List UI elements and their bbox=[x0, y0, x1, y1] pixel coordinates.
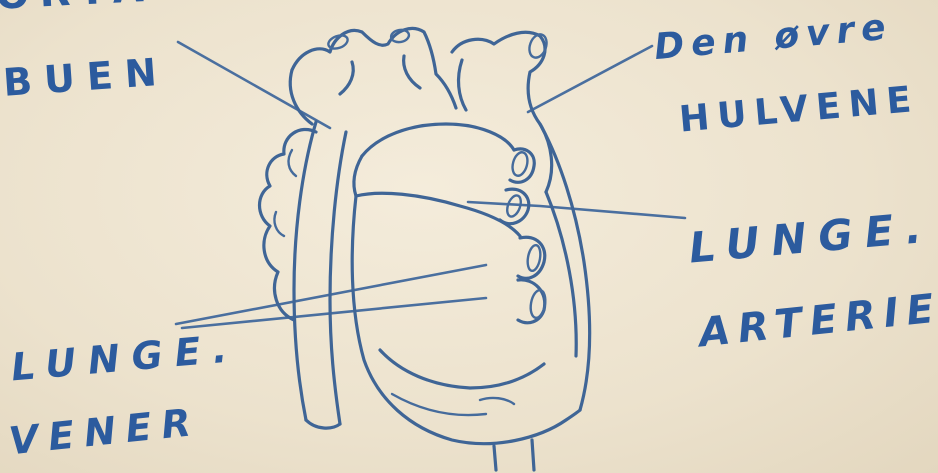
label-aortabuen-top: ORTA bbox=[0, 0, 155, 19]
label-lungearterie-bottom: ARTERIE bbox=[694, 285, 938, 357]
heart-outline bbox=[260, 28, 590, 470]
label-lungearterie-top: LUNGE. bbox=[687, 202, 935, 272]
leader-line-aortabuen bbox=[178, 42, 330, 128]
label-hulvene-bottom: HULVENE bbox=[678, 79, 921, 141]
label-lungevener-top: LUNGE. bbox=[9, 326, 240, 390]
label-hulvene-top: Den øvre bbox=[653, 6, 895, 68]
leader-line-lungearterie bbox=[468, 202, 685, 218]
leader-line-hulvene bbox=[528, 46, 652, 112]
label-lungevener-bottom: VENER bbox=[7, 399, 203, 463]
label-aortabuen-bottom: BUEN bbox=[2, 49, 170, 104]
